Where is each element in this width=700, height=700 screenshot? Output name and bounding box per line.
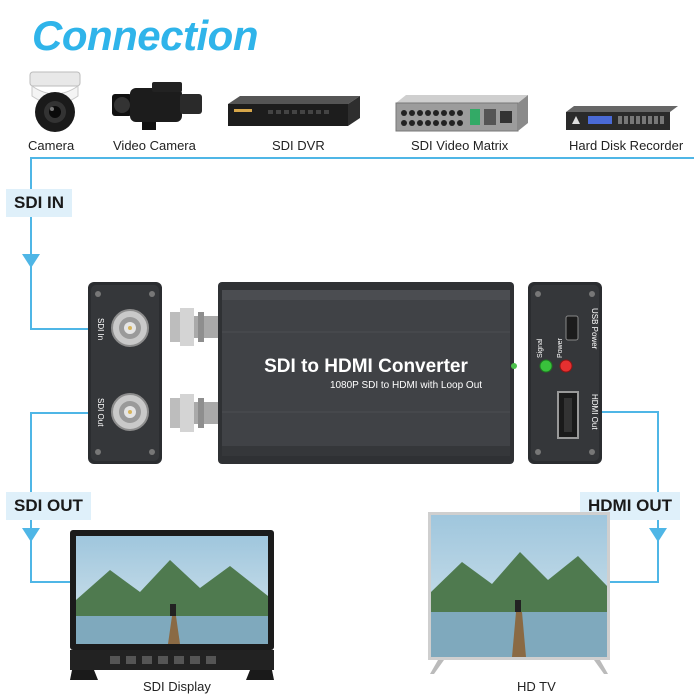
page-title: Connection: [32, 12, 258, 59]
power-led-label: Power: [557, 337, 564, 358]
hard-disk-recorder-icon: [566, 106, 678, 130]
hdmi-out-wire-to-tv: [610, 581, 659, 583]
converter-left-panel: SDI In SDI Out: [88, 282, 162, 464]
video-matrix-icon: [395, 95, 528, 132]
sdi-out-wire-horizontal: [30, 412, 122, 414]
dvr-icon: [228, 96, 360, 126]
sdi-out-port-icon: [111, 393, 149, 431]
sdi-out-wire-to-display: [30, 581, 78, 583]
bnc-connector-top-icon: [170, 308, 218, 346]
converter-right-panel: Signal Power USB Power HDMI Out: [528, 282, 602, 464]
sdi-out-arrow-icon: [22, 528, 40, 542]
usb-power-label: USB Power: [590, 308, 599, 350]
sdi-out-port-label: SDI Out: [96, 398, 105, 427]
source-label-sdi-video-matrix: SDI Video Matrix: [411, 138, 509, 153]
source-label-camera: Camera: [28, 138, 75, 153]
signal-led-icon: [539, 359, 553, 373]
sdi-in-tag: SDI IN: [6, 189, 73, 217]
source-label-hard-disk-recorder: Hard Disk Recorder: [569, 138, 684, 153]
sdi-in-port-icon: [111, 309, 149, 347]
hd-tv: [428, 512, 610, 674]
converter-subtitle: 1080P SDI to HDMI with Loop Out: [330, 380, 482, 391]
sdi-in-wire-horizontal: [30, 328, 122, 330]
sdi-display-monitor: [70, 530, 274, 680]
sdi-display-caption: SDI Display: [143, 679, 211, 694]
hdmi-out-port-label: HDMI Out: [590, 394, 599, 430]
source-label-sdi-dvr: SDI DVR: [272, 138, 325, 153]
converter-body: SDI to HDMI Converter 1080P SDI to HDMI …: [170, 282, 517, 464]
hdmi-out-arrow-icon: [649, 528, 667, 542]
sdi-out-tag: SDI OUT: [6, 492, 91, 520]
dome-camera-icon: [29, 71, 81, 132]
bnc-connector-bottom-icon: [170, 394, 218, 432]
source-bus-line: [30, 157, 694, 159]
sdi-in-arrow-icon: [22, 254, 40, 268]
usb-power-port-icon: [565, 315, 579, 341]
sdi-in-wire-vertical: [30, 157, 32, 329]
signal-led-label: Signal: [537, 338, 544, 358]
hdmi-out-wire-horizontal: [583, 411, 659, 413]
source-label-video-camera: Video Camera: [113, 138, 196, 153]
video-camera-icon: [112, 82, 202, 130]
sdi-in-port-label: SDI In: [96, 318, 105, 340]
power-led-icon: [559, 359, 573, 373]
converter-title: SDI to HDMI Converter: [264, 356, 468, 377]
hd-tv-caption: HD TV: [517, 679, 556, 694]
